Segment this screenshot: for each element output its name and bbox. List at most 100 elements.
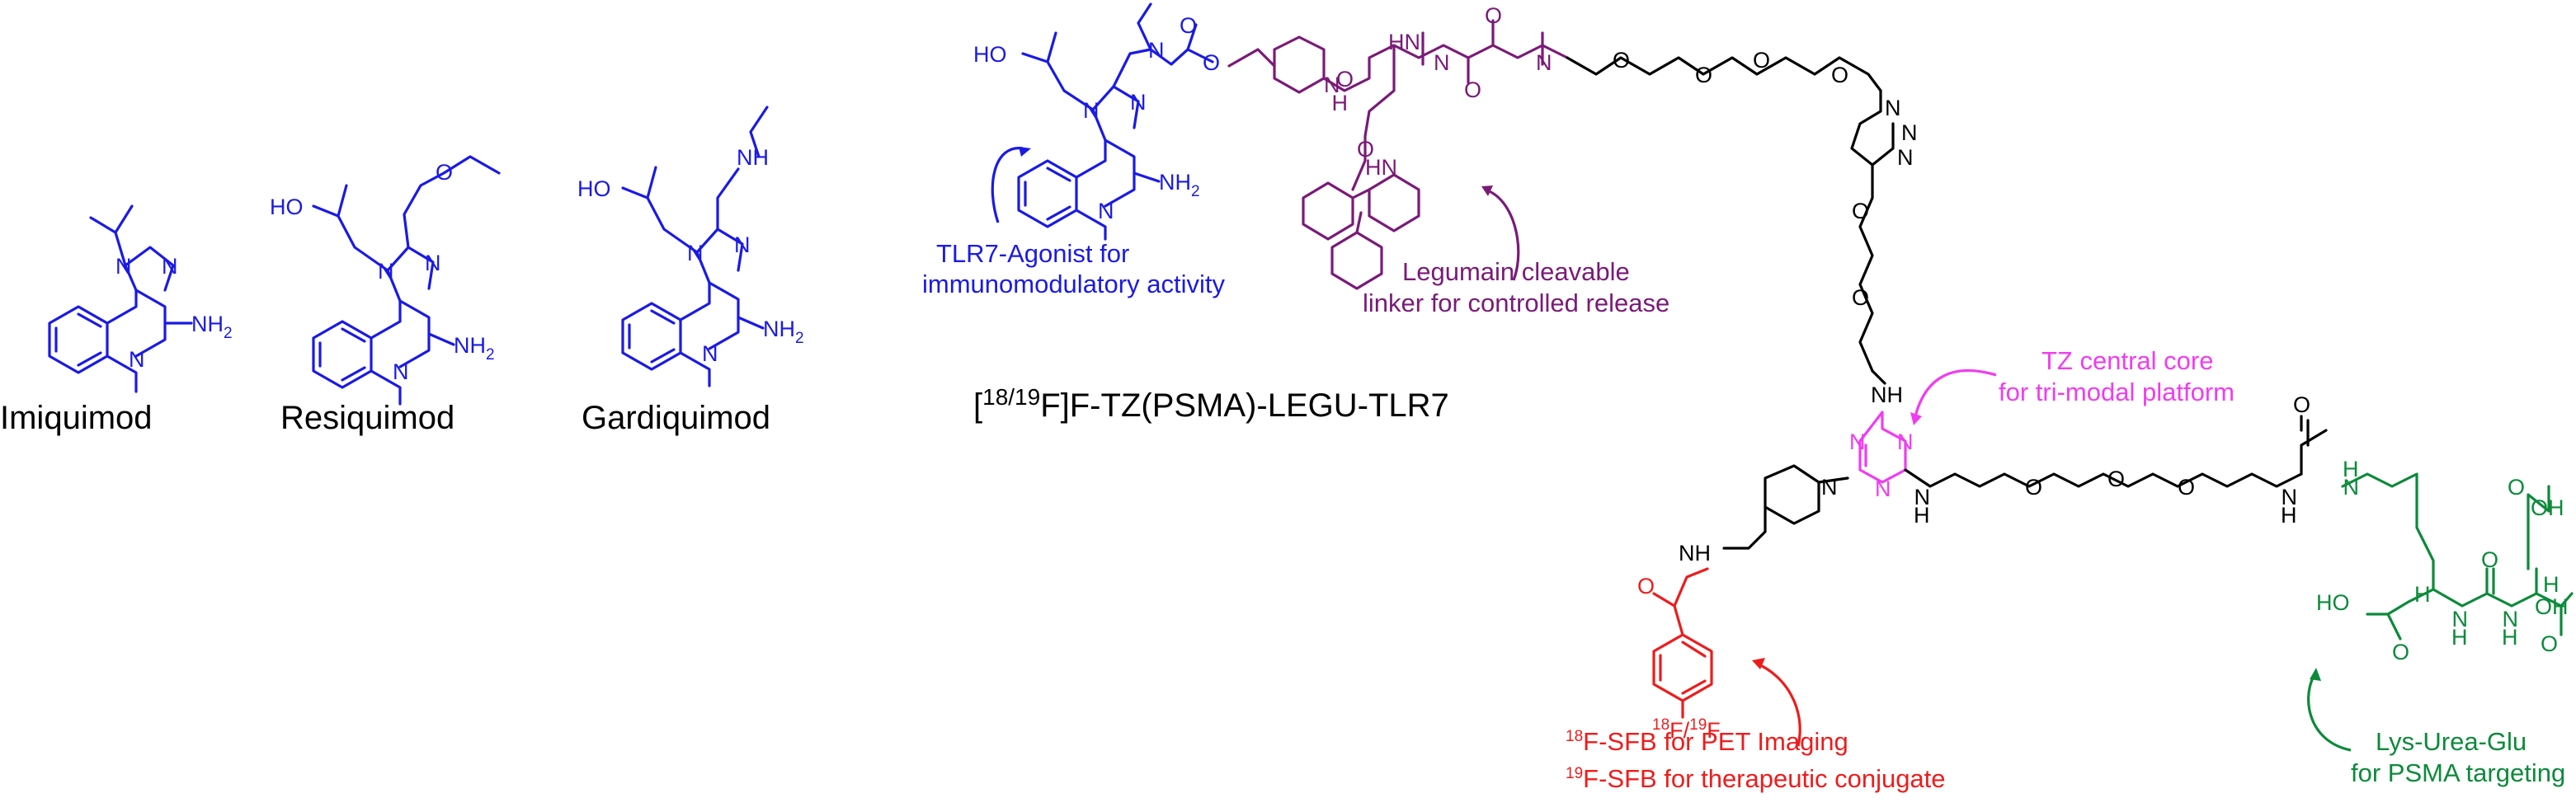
atom-nh: NH — [737, 145, 769, 170]
atom-o: O — [1485, 3, 1502, 28]
atom-o: O — [1637, 574, 1655, 598]
atom-n: N — [162, 254, 178, 279]
atom-nh: NH — [1871, 383, 1903, 407]
atom-oh: OH — [2535, 594, 2569, 619]
atom-oh: OH — [2531, 495, 2564, 520]
sfb-arrow — [1756, 662, 1801, 747]
legumain-caption-line1: Legumain cleavable — [1402, 257, 1630, 286]
atom-o: O — [1613, 48, 1630, 73]
atom-ho: HO — [577, 176, 611, 201]
tlr7-arrow — [991, 147, 1024, 223]
tz-arrowhead — [1910, 412, 1922, 425]
legumain-arrowhead — [1481, 185, 1493, 196]
atom-nh: N — [1536, 50, 1552, 75]
atom-nh2: NH2 — [454, 333, 495, 364]
sfb-caption-line2: 19F-SFB for therapeutic conjugate — [1566, 764, 1946, 793]
atom-ho: HO — [270, 195, 304, 219]
atom-o: O — [1336, 67, 1354, 92]
atom-n: N — [1849, 429, 1866, 454]
atom-n: N — [1897, 145, 1914, 170]
atom-n: N — [1098, 199, 1114, 223]
atom-o: O — [2025, 475, 2042, 500]
atom-h: H — [2414, 582, 2431, 607]
atom-n: N — [702, 341, 718, 366]
atom-n: N — [1083, 98, 1100, 123]
atom-nh2: NH2 — [763, 317, 804, 347]
atom-n: N — [1148, 38, 1165, 63]
atom-n: N — [1897, 429, 1914, 454]
tlr7-caption-line2: immunomodulatory activity — [922, 270, 1225, 298]
atom-nh: HN — [1365, 155, 1397, 180]
atom-o: O — [1695, 63, 1712, 87]
atom-nh: NH — [1679, 541, 1711, 566]
conjugate-tlr7-agonist: N N N HO NH2 N O O — [973, 2, 1220, 241]
atom-n: N — [1821, 475, 1838, 500]
atom-o: O — [1357, 137, 1374, 162]
atom-n: N — [115, 254, 132, 279]
atom-o: O — [2178, 475, 2195, 500]
atom-o: O — [1753, 48, 1770, 73]
psma-arrow — [2307, 675, 2352, 752]
atom-n: N — [393, 359, 409, 384]
resiquimod-label: Resiquimod — [280, 400, 454, 436]
imiquimod-structure: N N N NH2 — [48, 204, 233, 393]
triazine-core: N N N — [1849, 411, 1914, 501]
atom-o: O — [1831, 63, 1848, 87]
atom-o: O — [1180, 13, 1197, 38]
atom-o: O — [2293, 392, 2310, 417]
imiquimod-label: Imiquimod — [0, 400, 153, 436]
gardiquimod-structure: N N N HO NH NH2 — [577, 106, 804, 387]
atom-n: N — [1130, 90, 1147, 115]
tz-caption-line1: TZ central core — [2041, 346, 2213, 375]
tz-arrow — [1914, 368, 1997, 417]
atom-n: N — [1875, 476, 1891, 501]
atom-n: N — [378, 259, 394, 284]
atom-o: O — [1203, 50, 1220, 75]
psma-caption-line2: for PSMA targeting — [2351, 758, 2565, 787]
atom-o: O — [436, 160, 453, 185]
sfb-prosthetic-group: O 18F/19F — [1637, 567, 1721, 743]
conjugate-name: [18/19F]F-TZ(PSMA)-LEGU-TLR7 — [973, 384, 1449, 424]
atom-h: H — [2543, 572, 2560, 597]
atom-o: O — [2508, 475, 2525, 500]
atom-ho: HO — [973, 42, 1007, 67]
atom-n: N — [1901, 120, 1918, 145]
atom-n: N — [129, 347, 145, 372]
atom-ho: HO — [2316, 590, 2350, 615]
peg-spacer-and-triazole: O O O O N N N O O NH — [1566, 48, 1918, 407]
atom-n: N — [734, 232, 751, 257]
psma-arrowhead — [2310, 668, 2321, 681]
atom-o: O — [2481, 547, 2498, 572]
tlr7-caption-line1: TLR7-Agonist for — [936, 239, 1129, 268]
atom-nh: NH — [2343, 457, 2359, 500]
atom-o: O — [1852, 199, 1869, 223]
atom-n: N — [425, 251, 441, 275]
atom-o: O — [2392, 640, 2409, 664]
atom-n: N — [1885, 96, 1901, 120]
atom-o: O — [1464, 77, 1481, 102]
resiquimod-structure: N N N HO O NH2 — [270, 155, 501, 406]
atom-nh: N — [1434, 50, 1450, 75]
legumain-arrow — [1484, 188, 1520, 281]
atom-o: O — [1852, 285, 1869, 310]
gardiquimod-label: Gardiquimod — [582, 400, 770, 436]
atom-f-isotopes: 18F/19F — [1652, 716, 1721, 743]
sfb-arrowhead — [1752, 658, 1765, 669]
atom-nh2: NH2 — [1159, 170, 1200, 200]
sfb-caption-line1: 18F-SFB for PET Imaging — [1566, 727, 1848, 756]
atom-nh2: NH2 — [191, 312, 233, 342]
tz-caption-line2: for tri-modal platform — [1999, 378, 2235, 406]
atom-hn: HN — [1388, 30, 1420, 54]
atom-n: N — [687, 241, 704, 265]
psma-caption-line1: Lys-Urea-Glu — [2376, 727, 2527, 756]
legumain-caption-line2: linker for controlled release — [1363, 289, 1669, 317]
tlr7-arrowhead — [1019, 147, 1031, 157]
